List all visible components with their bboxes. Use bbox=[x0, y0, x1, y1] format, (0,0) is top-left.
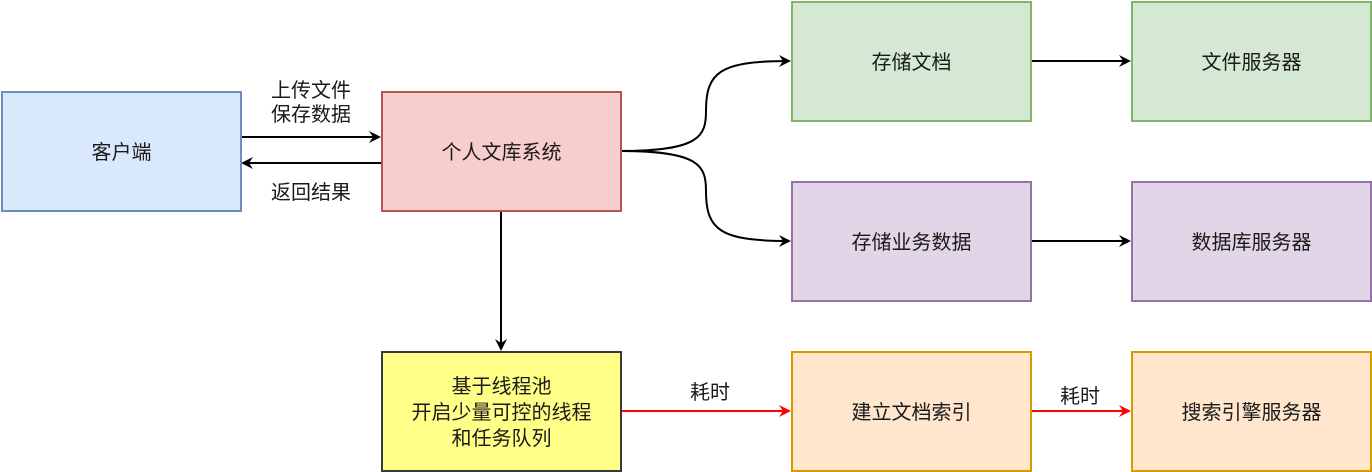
node-doc-system[interactable]: 个人文库系统 bbox=[381, 91, 622, 212]
edge-label-to-build-index: 耗时 bbox=[690, 380, 730, 404]
edge-to-store-docs bbox=[620, 55, 791, 152]
node-client[interactable]: 客户端 bbox=[1, 91, 242, 212]
edge-label-to-search-server: 耗时 bbox=[1060, 384, 1100, 408]
edge-to-store-business bbox=[620, 150, 791, 247]
node-store-docs[interactable]: 存储文档 bbox=[791, 1, 1032, 122]
edge-label-return: 返回结果 bbox=[271, 180, 351, 204]
node-file-server[interactable]: 文件服务器 bbox=[1131, 1, 1372, 122]
node-build-index[interactable]: 建立文档索引 bbox=[791, 351, 1032, 472]
node-db-server[interactable]: 数据库服务器 bbox=[1131, 181, 1372, 302]
edge-label-upload: 上传文件 保存数据 bbox=[271, 78, 351, 126]
node-store-business[interactable]: 存储业务数据 bbox=[791, 181, 1032, 302]
node-search-server[interactable]: 搜索引擎服务器 bbox=[1131, 351, 1372, 472]
node-thread-pool[interactable]: 基于线程池 开启少量可控的线程 和任务队列 bbox=[381, 351, 622, 472]
